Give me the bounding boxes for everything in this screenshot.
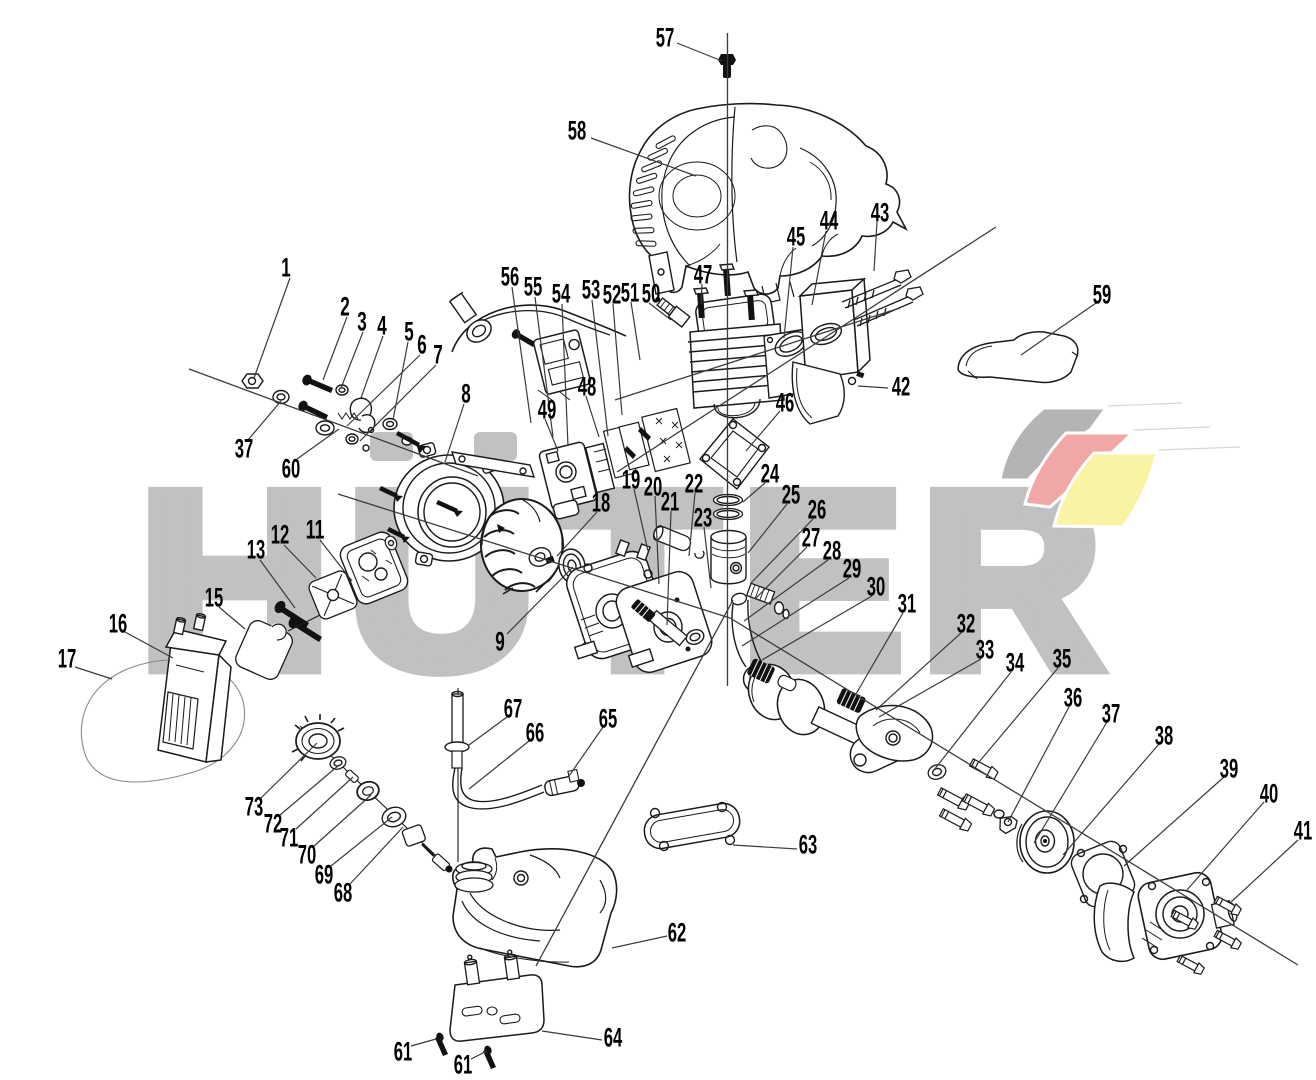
svg-text:30: 30 — [867, 572, 886, 602]
svg-text:25: 25 — [782, 480, 801, 510]
svg-text:54: 54 — [552, 279, 571, 309]
svg-text:40: 40 — [1260, 779, 1279, 809]
svg-text:53: 53 — [582, 275, 601, 305]
svg-text:61: 61 — [394, 1037, 413, 1067]
svg-text:55: 55 — [524, 272, 543, 302]
svg-text:22: 22 — [685, 469, 704, 499]
svg-text:5: 5 — [404, 317, 414, 347]
svg-text:1: 1 — [281, 253, 291, 283]
svg-text:38: 38 — [1155, 721, 1174, 751]
svg-text:26: 26 — [808, 495, 827, 525]
svg-text:56: 56 — [501, 262, 520, 292]
svg-text:36: 36 — [1064, 683, 1083, 713]
svg-text:63: 63 — [799, 830, 818, 860]
svg-text:47: 47 — [694, 260, 713, 290]
svg-text:24: 24 — [761, 459, 780, 489]
svg-text:64: 64 — [604, 1023, 623, 1053]
svg-text:60: 60 — [282, 454, 301, 484]
svg-text:16: 16 — [109, 609, 128, 639]
svg-text:66: 66 — [526, 718, 545, 748]
svg-text:28: 28 — [823, 536, 842, 566]
svg-text:41: 41 — [1294, 816, 1313, 846]
svg-text:67: 67 — [504, 694, 523, 724]
svg-text:52: 52 — [603, 280, 622, 310]
svg-text:12: 12 — [271, 520, 290, 550]
svg-text:57: 57 — [656, 23, 675, 53]
svg-text:48: 48 — [578, 372, 597, 402]
svg-text:19: 19 — [622, 465, 641, 495]
svg-text:3: 3 — [357, 307, 367, 337]
svg-text:65: 65 — [599, 704, 618, 734]
svg-text:70: 70 — [298, 840, 317, 870]
svg-text:6: 6 — [417, 330, 427, 360]
svg-text:29: 29 — [843, 554, 862, 584]
svg-text:61: 61 — [454, 1050, 473, 1080]
svg-text:27: 27 — [802, 523, 821, 553]
svg-text:15: 15 — [205, 583, 224, 613]
svg-text:59: 59 — [1093, 280, 1112, 310]
svg-text:71: 71 — [280, 823, 299, 853]
svg-text:37: 37 — [235, 434, 254, 464]
svg-text:17: 17 — [58, 644, 77, 674]
svg-text:72: 72 — [264, 809, 283, 839]
svg-text:73: 73 — [245, 792, 263, 822]
svg-text:45: 45 — [787, 222, 806, 252]
svg-text:39: 39 — [1220, 754, 1239, 784]
svg-text:21: 21 — [661, 487, 680, 517]
svg-text:23: 23 — [694, 503, 713, 533]
svg-text:4: 4 — [377, 311, 387, 341]
svg-text:44: 44 — [820, 206, 839, 236]
svg-text:43: 43 — [871, 198, 890, 228]
svg-text:34: 34 — [1006, 648, 1025, 678]
svg-text:49: 49 — [538, 395, 557, 425]
svg-text:9: 9 — [495, 627, 505, 657]
svg-text:2: 2 — [340, 292, 350, 322]
svg-text:11: 11 — [306, 515, 325, 545]
svg-text:37: 37 — [1102, 699, 1121, 729]
svg-text:7: 7 — [433, 340, 443, 370]
svg-text:46: 46 — [776, 388, 795, 418]
svg-text:51: 51 — [621, 278, 640, 308]
svg-text:58: 58 — [568, 116, 587, 146]
svg-text:69: 69 — [315, 860, 334, 890]
svg-text:13: 13 — [247, 535, 265, 565]
svg-text:68: 68 — [334, 878, 353, 908]
svg-text:18: 18 — [592, 488, 611, 518]
svg-text:50: 50 — [642, 279, 661, 309]
svg-text:20: 20 — [644, 472, 663, 502]
svg-text:31: 31 — [898, 589, 917, 619]
svg-text:35: 35 — [1053, 644, 1072, 674]
svg-text:33: 33 — [976, 635, 995, 665]
svg-text:32: 32 — [957, 609, 976, 639]
svg-text:42: 42 — [892, 372, 911, 402]
svg-text:8: 8 — [461, 379, 471, 409]
svg-text:62: 62 — [668, 918, 687, 948]
